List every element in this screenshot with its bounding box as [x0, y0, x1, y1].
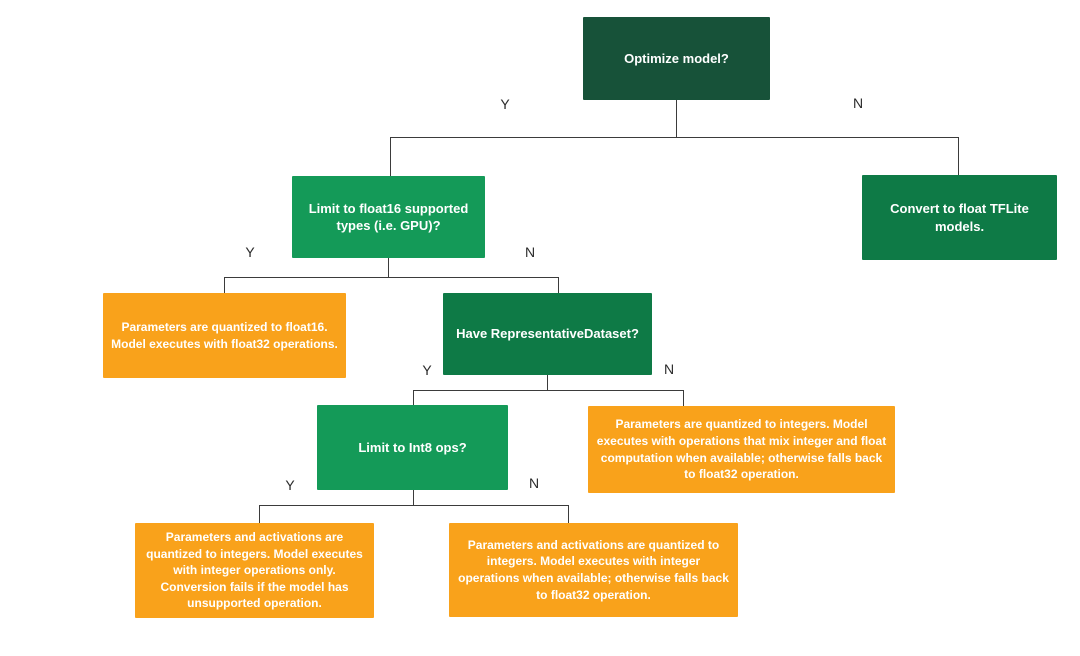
connector-line: [224, 277, 558, 278]
branch-label-have-dataset-yes: Y: [422, 362, 432, 378]
decision-node-limit-float16: Limit to float16 supported types (i.e. G…: [292, 176, 485, 258]
connector-line: [390, 137, 391, 176]
connector-line: [958, 137, 959, 175]
branch-label-float16-yes: Y: [245, 244, 255, 260]
connector-line: [390, 137, 958, 138]
node-label: Limit to float16 supported types (i.e. G…: [308, 200, 469, 233]
node-label: Parameters are quantized to float16. Mod…: [111, 319, 338, 351]
connector-line: [413, 390, 683, 391]
node-label: Parameters are quantized to integers. Mo…: [596, 417, 887, 482]
connector-line: [547, 375, 548, 390]
branch-label-float16-no: N: [524, 244, 536, 260]
node-label: Convert to float TFLite models.: [890, 201, 1029, 234]
outcome-node-quantized-int-mixed: Parameters are quantized to integers. Mo…: [588, 406, 895, 493]
branch-label-int8-no: N: [528, 475, 540, 491]
connector-line: [676, 100, 677, 137]
connector-line: [259, 505, 260, 523]
decision-node-optimize-model: Optimize model?: [583, 17, 770, 100]
branch-label-have-dataset-no: N: [663, 361, 675, 377]
connector-line: [259, 505, 568, 506]
node-label: Limit to Int8 ops?: [358, 439, 467, 455]
outcome-node-quantized-int-fallback: Parameters and activations are quantized…: [449, 523, 738, 617]
node-label: Parameters and activations are quantized…: [146, 530, 363, 611]
connector-line: [413, 490, 414, 505]
connector-line: [224, 277, 225, 293]
connector-line: [388, 258, 389, 277]
node-label: Have RepresentativeDataset?: [456, 326, 639, 342]
branch-label-optimize-yes: Y: [500, 96, 510, 112]
decision-node-have-representative-dataset: Have RepresentativeDataset?: [443, 293, 652, 375]
connector-line: [558, 277, 559, 293]
connector-line: [568, 505, 569, 523]
outcome-node-convert-float-tflite: Convert to float TFLite models.: [862, 175, 1057, 260]
decision-node-limit-int8-ops: Limit to Int8 ops?: [317, 405, 508, 490]
node-label: Optimize model?: [624, 50, 729, 66]
node-label: Parameters and activations are quantized…: [458, 537, 729, 602]
branch-label-optimize-no: N: [852, 95, 864, 111]
connector-line: [683, 390, 684, 406]
connector-line: [413, 390, 414, 405]
outcome-node-quantized-int-only: Parameters and activations are quantized…: [135, 523, 374, 618]
branch-label-int8-yes: Y: [285, 477, 295, 493]
outcome-node-quantized-float16: Parameters are quantized to float16. Mod…: [103, 293, 346, 378]
